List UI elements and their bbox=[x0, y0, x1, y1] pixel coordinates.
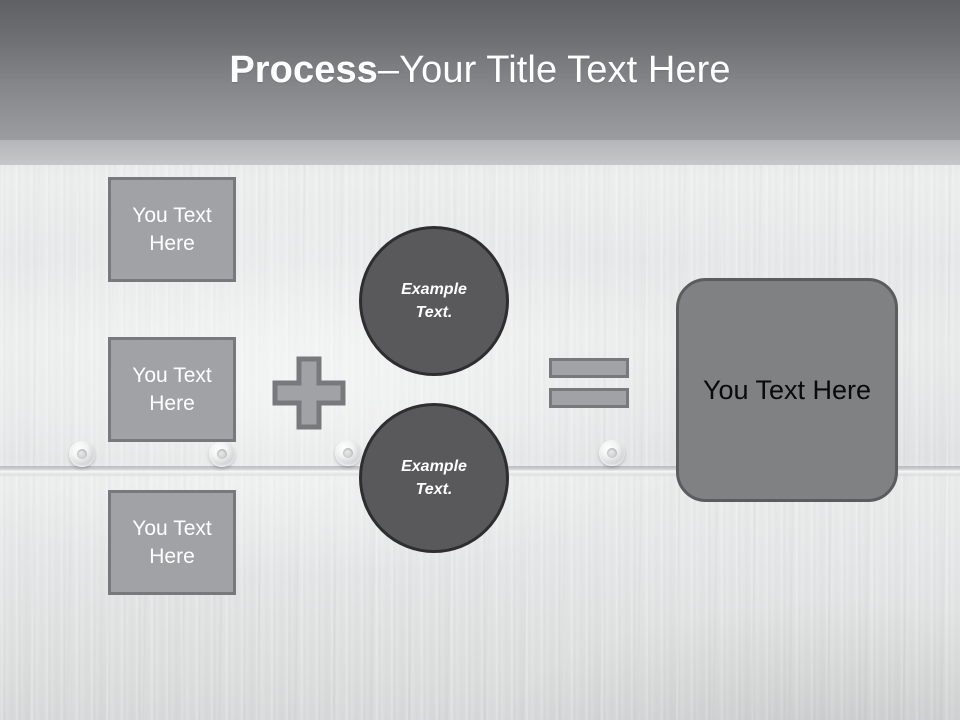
title-header-bar bbox=[0, 0, 960, 140]
equals-icon-bar-top bbox=[549, 358, 629, 378]
page-title-separator: – bbox=[377, 48, 400, 91]
equals-icon-bar-bottom bbox=[549, 388, 629, 408]
result-box-label: You Text Here bbox=[702, 374, 872, 405]
process-circle-2[interactable]: Example Text. bbox=[359, 403, 509, 553]
background-accent-band bbox=[0, 140, 960, 165]
input-box-3-label: You Text Here bbox=[132, 516, 212, 568]
process-circle-2-line1: Example bbox=[401, 457, 467, 475]
rivet-icon bbox=[599, 440, 625, 466]
plus-operator bbox=[272, 356, 346, 430]
input-box-3[interactable]: You Text Here bbox=[108, 490, 236, 595]
rivet-icon bbox=[335, 440, 361, 466]
rivet-icon bbox=[69, 441, 95, 467]
plus-icon bbox=[272, 356, 346, 430]
process-circle-1-line1: Example bbox=[401, 280, 467, 298]
input-box-2-label: You Text Here bbox=[132, 363, 212, 415]
input-box-1[interactable]: You Text Here bbox=[108, 177, 236, 282]
input-box-1-label: You Text Here bbox=[132, 203, 212, 255]
page-title-rest: Your Title Text Here bbox=[399, 48, 731, 91]
rivet-icon bbox=[209, 441, 235, 467]
input-box-2[interactable]: You Text Here bbox=[108, 337, 236, 442]
process-circle-1-line2: Text. bbox=[415, 304, 453, 321]
result-box[interactable]: You Text Here bbox=[676, 278, 898, 502]
process-circle-1[interactable]: Example Text. bbox=[359, 226, 509, 376]
page-title: Process – Your Title Text Here bbox=[0, 0, 960, 140]
process-circle-2-line2: Text. bbox=[415, 481, 453, 498]
page-title-bold-part: Process bbox=[229, 48, 378, 91]
equals-operator bbox=[549, 358, 629, 408]
